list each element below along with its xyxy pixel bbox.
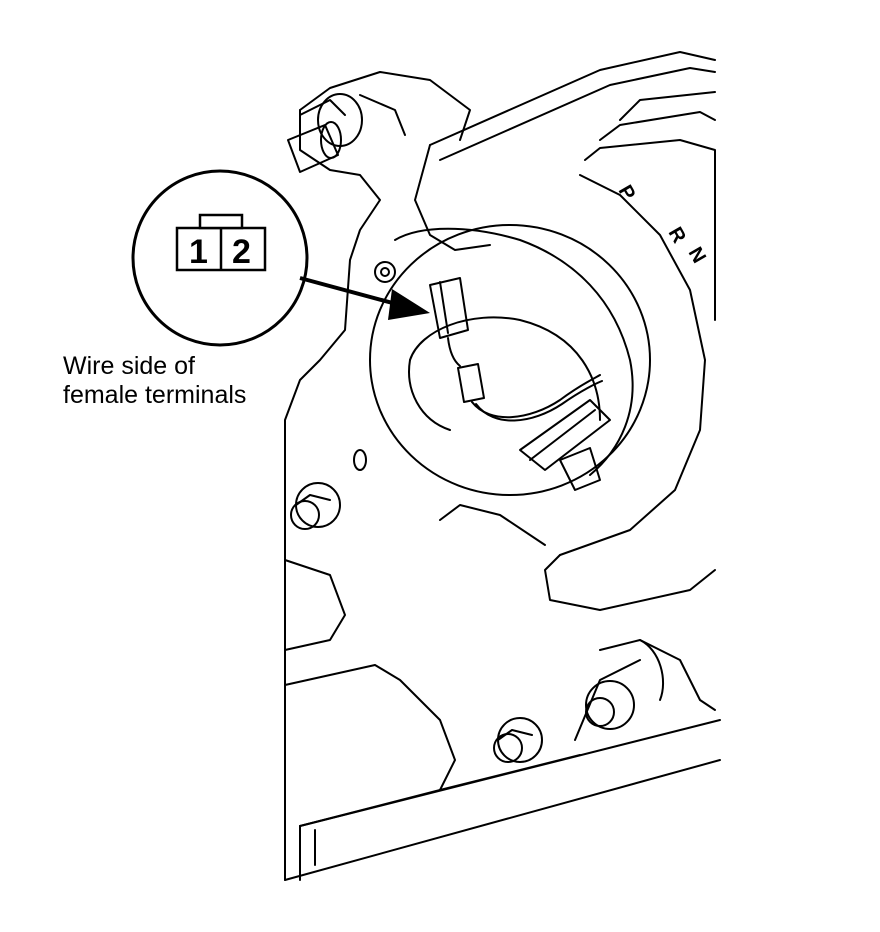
gear-letter-r: R (664, 224, 691, 248)
callout-label: Wire side of female terminals (63, 352, 246, 410)
callout-arrow (299, 276, 430, 320)
shift-housing (284, 71, 721, 881)
terminal-1-label: 1 (189, 233, 208, 271)
lower-bracket (574, 639, 716, 741)
callout-label-line-1: Wire side of (63, 352, 195, 380)
connector-callout: 1 2 (131, 169, 309, 347)
slot-opening (353, 224, 651, 496)
gear-letters: P R N (614, 182, 710, 268)
terminal-2-label: 2 (232, 233, 251, 271)
shift-shaft (287, 93, 406, 173)
mounting-bolts (290, 482, 635, 763)
indicator-bezel (414, 51, 716, 611)
connector-assembly (429, 277, 603, 422)
gear-letter-n: N (684, 244, 710, 268)
callout-label-line-2: female terminals (63, 381, 247, 409)
